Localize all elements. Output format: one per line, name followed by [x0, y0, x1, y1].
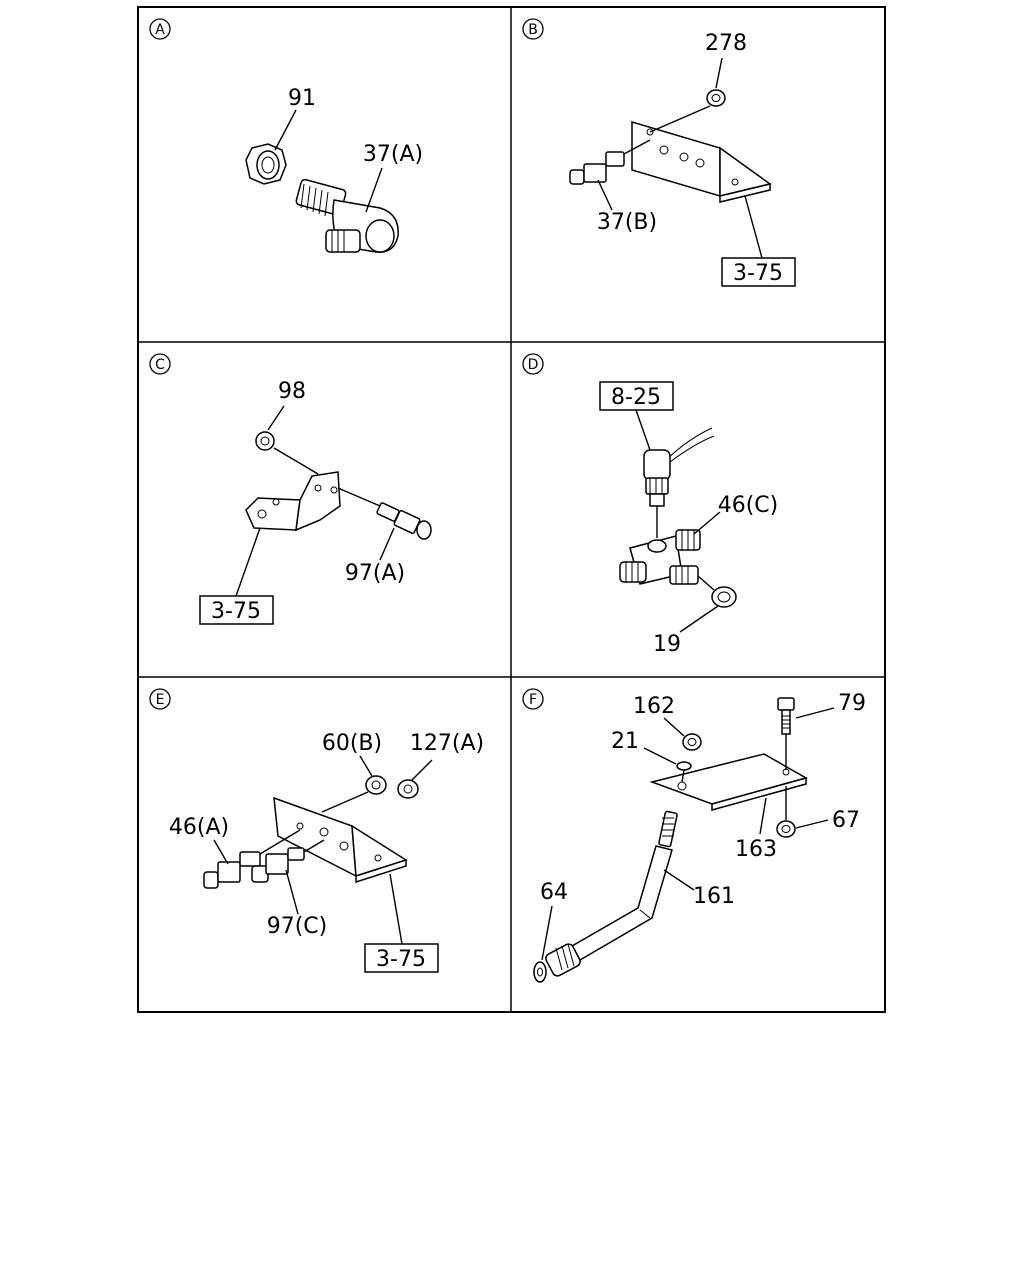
tee-fitting-icon — [619, 529, 701, 585]
panel-b-letter: B — [528, 22, 538, 38]
panel-a: A 91 37(A) — [149, 18, 423, 253]
label-79: 79 — [838, 691, 866, 716]
leader-37a — [365, 167, 383, 213]
label-98: 98 — [278, 379, 306, 404]
ref-3-75-text: 3-75 — [733, 261, 783, 286]
fitting-icon — [569, 151, 625, 185]
label-278: 278 — [705, 31, 747, 56]
leader-98 — [267, 405, 285, 431]
label-161: 161 — [693, 884, 735, 909]
nut-icon — [682, 733, 702, 751]
panel-e: E 60(B) 127(A) — [149, 688, 484, 973]
leader-ref-3-75-c — [235, 527, 261, 597]
fitting-to-bracket-line — [337, 487, 381, 507]
label-127a: 127(A) — [410, 731, 484, 756]
leader-21 — [643, 747, 677, 765]
nut-icon — [245, 143, 287, 185]
label-67: 67 — [832, 808, 860, 833]
nut-icon — [776, 820, 796, 838]
label-37a: 37(A) — [363, 142, 423, 167]
leader-ref-8-25 — [635, 409, 651, 451]
label-19: 19 — [653, 632, 681, 657]
panel-f-marker-circle — [522, 688, 544, 710]
leader-162 — [663, 717, 685, 737]
ref-8-25-text: 8-25 — [611, 385, 661, 410]
panel-a-marker-circle — [149, 18, 171, 40]
fitting-to-bracket-line — [259, 829, 301, 855]
panel-d-letter: D — [528, 357, 539, 373]
tee-to-nut-line — [697, 575, 715, 591]
label-46c: 46(C) — [718, 493, 779, 518]
label-21: 21 — [611, 729, 639, 754]
nut-to-bracket-line — [321, 791, 369, 813]
hose-icon — [545, 810, 678, 977]
plate-bracket-icon — [649, 753, 808, 811]
ref-3-75-text: 3-75 — [376, 947, 426, 972]
leader-ref-3-75-b — [744, 195, 763, 259]
panel-b: B 278 37(B) 3-75 — [522, 18, 796, 287]
leader-46a — [213, 839, 229, 865]
leader-278 — [715, 57, 723, 89]
nut-icon — [706, 89, 726, 107]
label-163: 163 — [735, 837, 777, 862]
label-162: 162 — [633, 694, 675, 719]
ref-box-8-25 — [599, 381, 674, 411]
panel-b-marker-circle — [522, 18, 544, 40]
banjo-fitting-icon — [295, 178, 399, 253]
clip-icon — [676, 761, 692, 771]
panel-c-marker-circle — [149, 353, 171, 375]
pressure-switch-icon — [643, 427, 715, 507]
leader-127a — [411, 759, 433, 781]
panel-f: F — [522, 688, 866, 983]
leader-64 — [541, 905, 553, 961]
label-97a: 97(A) — [345, 561, 405, 586]
leader-19 — [679, 605, 719, 633]
ref-box-3-75 — [721, 257, 796, 287]
leader-60b — [359, 755, 373, 777]
panel-c-letter: C — [155, 357, 165, 373]
leader-91 — [274, 109, 297, 151]
leader-79 — [795, 707, 835, 719]
leader-161 — [663, 869, 695, 891]
clip-to-plate-line — [681, 769, 685, 783]
bracket-icon — [245, 471, 341, 532]
label-91: 91 — [288, 86, 316, 111]
fitting-to-bracket-line — [623, 139, 651, 155]
panel-d: D 8-25 46(C) — [522, 353, 779, 657]
label-37b: 37(B) — [597, 210, 657, 235]
panel-e-letter: E — [156, 692, 165, 708]
panel-d-marker-circle — [522, 353, 544, 375]
leader-163 — [759, 797, 767, 835]
bolt-icon — [777, 697, 795, 735]
bracket-icon — [273, 796, 408, 884]
panel-e-marker-circle — [149, 688, 171, 710]
fitting-icon — [203, 847, 305, 889]
label-97c: 97(C) — [267, 914, 328, 939]
leader-67 — [795, 819, 829, 829]
ref-box-3-75 — [199, 595, 274, 625]
leader-97c — [285, 869, 299, 915]
panel-c: C 98 97(A) 3-75 — [149, 353, 432, 625]
washer-icon — [533, 961, 547, 983]
nut-icon — [255, 431, 275, 451]
leader-97a — [379, 527, 395, 561]
leader-37b — [597, 179, 613, 211]
label-64: 64 — [540, 880, 568, 905]
ref-box-3-75 — [364, 943, 439, 973]
fitting-icon — [376, 502, 432, 540]
nut-to-bracket-line — [649, 105, 711, 133]
label-60b: 60(B) — [322, 731, 382, 756]
leader-ref-3-75-e — [389, 873, 403, 945]
nut-to-bracket-line — [273, 447, 319, 475]
panel-f-letter: F — [529, 692, 537, 708]
panel-a-letter: A — [155, 22, 165, 38]
fitting-to-bracket-line-2 — [303, 839, 325, 853]
nut-icon — [711, 586, 737, 608]
bracket-icon — [631, 120, 772, 203]
nut-icon — [365, 775, 419, 799]
label-46a: 46(A) — [169, 815, 229, 840]
ref-3-75-text: 3-75 — [211, 599, 261, 624]
leader-46c — [693, 511, 721, 535]
